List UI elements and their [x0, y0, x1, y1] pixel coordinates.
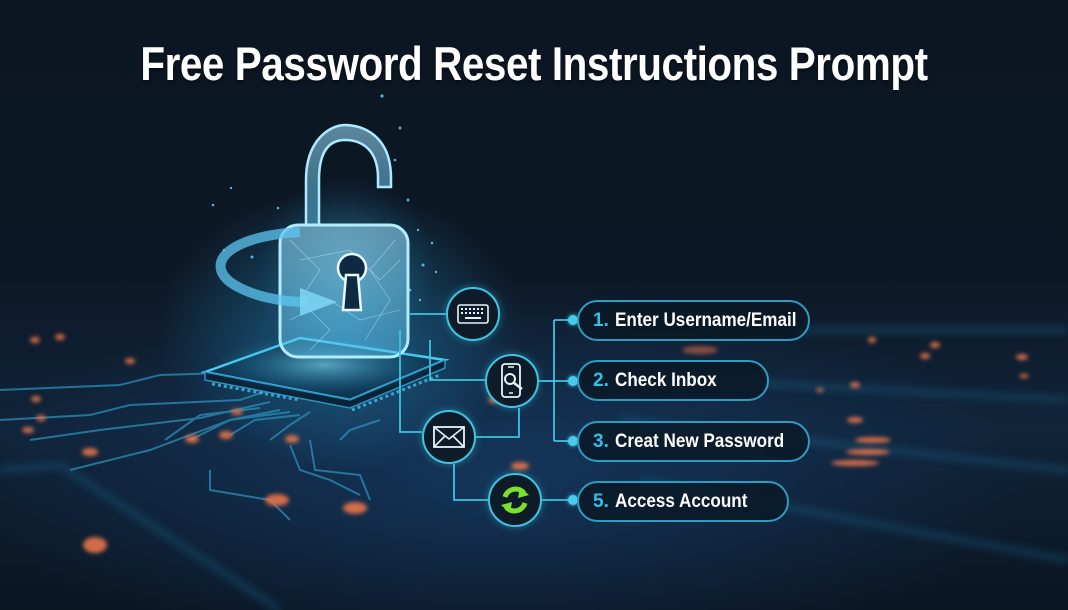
- step-label: Enter Username/Email: [614, 309, 797, 331]
- step-label: Access Account: [614, 490, 748, 512]
- step-number: 5.: [593, 490, 609, 512]
- circular-arrow-icon: [215, 227, 337, 316]
- refresh-node: [488, 473, 542, 527]
- envelope-icon: [433, 426, 465, 448]
- keyboard-icon: [457, 304, 489, 324]
- step-number: 3.: [593, 430, 609, 452]
- phone-search-node: [485, 354, 539, 408]
- step-1: 1. Enter Username/Email: [577, 300, 810, 341]
- step-5: 5. Access Account: [577, 481, 789, 522]
- step-label: Check Inbox: [614, 369, 717, 391]
- connector-dot: [568, 495, 578, 505]
- step-2: 2. Check Inbox: [577, 360, 769, 401]
- connector-dot: [568, 376, 578, 386]
- envelope-node: [422, 410, 476, 464]
- step-number: 1.: [593, 309, 609, 331]
- keyboard-node: [446, 287, 500, 341]
- connector-dot: [568, 436, 578, 446]
- refresh-icon: [501, 486, 529, 514]
- step-number: 2.: [593, 369, 609, 391]
- step-3: 3. Creat New Password: [577, 421, 810, 462]
- padlock-illustration: [255, 123, 435, 365]
- step-label: Creat New Password: [614, 430, 785, 452]
- connector-dot: [568, 315, 578, 325]
- phone-search-icon: [501, 363, 523, 398]
- page-title: Free Password Reset Instructions Prompt: [140, 37, 928, 90]
